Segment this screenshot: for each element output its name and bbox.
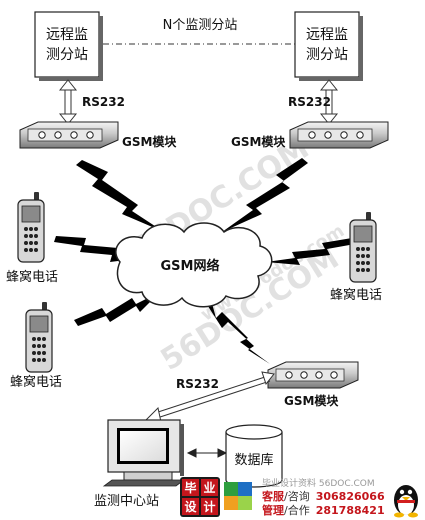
n-stations-label: N个监测分站 (163, 18, 238, 33)
rs232-label: RS232 (176, 377, 219, 391)
lightning-icon (266, 238, 355, 265)
rs232-arrow-right (319, 79, 339, 125)
footer-qq-number: 306826066 (316, 490, 385, 503)
footer-logo: 毕 业 设 计 (180, 477, 220, 517)
puzzle-icon (224, 482, 252, 510)
phone-icon (25, 302, 53, 373)
remote-station-right: 远程监 测分站 (294, 11, 363, 81)
phone-icon (349, 212, 377, 283)
penguin-icon (394, 485, 418, 518)
monitoring-center-label: 监测中心站 (94, 494, 159, 509)
rs232-arrow-left (58, 79, 78, 125)
lightning-icon (204, 296, 270, 364)
logo-char: 设 (184, 499, 197, 514)
gsm-module-left (19, 121, 119, 149)
database-icon (225, 424, 283, 488)
database-label: 数据库 (234, 452, 273, 468)
lightning-icon (76, 160, 164, 232)
remote-station-left: 远程监 测分站 (34, 11, 103, 81)
station-label: 远程监 (306, 27, 348, 43)
gsm-module-label: GSM模块 (122, 134, 177, 149)
station-label: 测分站 (46, 47, 88, 63)
rs232-label: RS232 (82, 95, 125, 109)
footer-contact-role: /合作 (284, 503, 310, 517)
footer-contact-line: 客服/咨询 306826066 (261, 489, 385, 503)
gsm-network-label: GSM网络 (161, 258, 220, 274)
computer-icon (102, 419, 186, 487)
footer-contact-line: 管理/合作 281788421 (262, 503, 385, 517)
phone-label: 蜂窝电话 (10, 374, 62, 390)
footer-qq-number: 281788421 (316, 504, 385, 517)
lightning-icon (222, 158, 308, 232)
phone-label: 蜂窝电话 (6, 269, 58, 285)
station-label: 远程监 (46, 27, 88, 43)
footer-contact-role: /咨询 (284, 489, 310, 503)
footer-contact-role: 客服 (261, 489, 285, 503)
phone-icon (17, 192, 45, 263)
db-link-arrow (186, 448, 228, 458)
logo-char: 毕 (184, 480, 196, 495)
station-label: 测分站 (306, 47, 348, 63)
gsm-module-right (289, 121, 389, 149)
footer-contact-role: 管理 (262, 503, 284, 517)
logo-char: 业 (203, 480, 215, 495)
footer-tagline: 毕业设计资料 56DOC.COM (262, 477, 375, 489)
rs232-label: RS232 (288, 95, 331, 109)
gsm-module-bottom (267, 361, 359, 389)
gsm-module-label: GSM模块 (231, 134, 286, 149)
lightning-icon (74, 292, 160, 326)
gsm-module-label: GSM模块 (284, 393, 339, 408)
gsm-network-cloud (115, 222, 273, 308)
rs232-arrow-center (144, 371, 275, 423)
logo-char: 计 (203, 499, 215, 514)
phone-label: 蜂窝电话 (330, 287, 382, 303)
wireless-link-group (54, 158, 355, 364)
